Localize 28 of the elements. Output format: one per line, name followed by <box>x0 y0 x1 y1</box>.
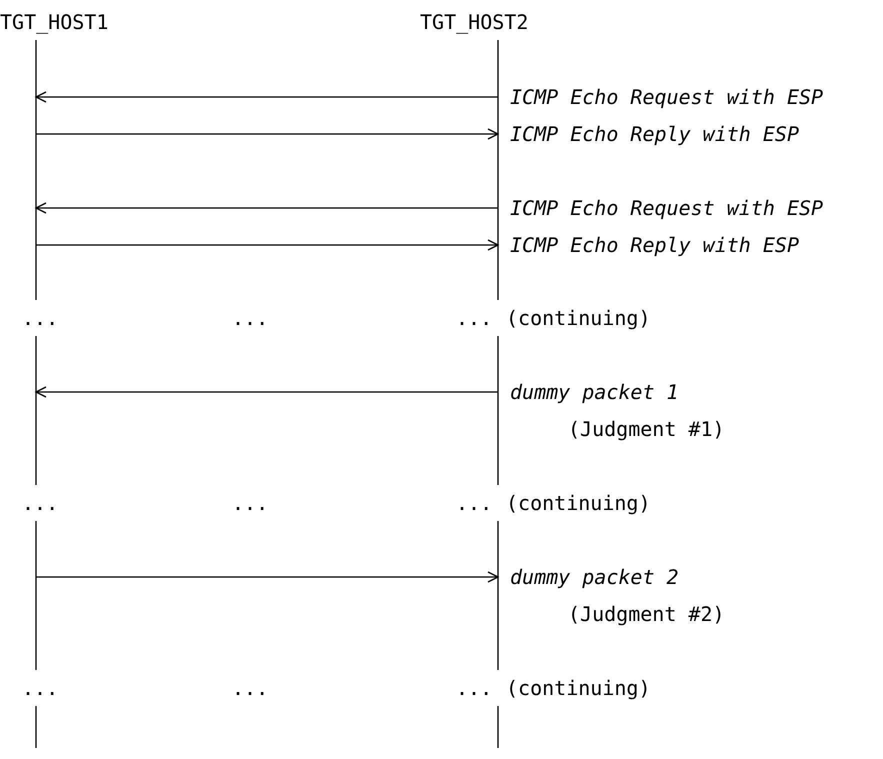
ellipsis: ... <box>232 676 268 700</box>
ellipsis: ... <box>232 491 268 515</box>
ellipsis: ... <box>456 306 492 330</box>
message-label: dummy packet 2 <box>510 565 679 589</box>
ellipsis: ... <box>456 491 492 515</box>
message-arrow <box>35 202 498 214</box>
message-arrow <box>36 239 499 251</box>
lifeline-header: TGT_HOST2 <box>420 10 528 34</box>
message-label: ICMP Echo Reply with ESP <box>510 233 799 257</box>
note-text: (continuing) <box>506 306 650 330</box>
ellipsis: ... <box>22 491 58 515</box>
message-arrow <box>35 386 498 398</box>
message-label: ICMP Echo Request with ESP <box>510 85 824 109</box>
ellipsis: ... <box>456 676 492 700</box>
note-text: (Judgment #2) <box>568 602 725 626</box>
message-label: ICMP Echo Reply with ESP <box>510 122 799 146</box>
note-text: (Judgment #1) <box>568 417 725 441</box>
message-label: ICMP Echo Request with ESP <box>510 196 824 220</box>
message-arrow <box>35 91 498 103</box>
message-arrow <box>36 128 499 140</box>
ellipsis: ... <box>22 676 58 700</box>
lifeline-header: TGT_HOST1 <box>0 10 108 34</box>
note-text: (continuing) <box>506 676 650 700</box>
ellipsis: ... <box>22 306 58 330</box>
ellipsis: ... <box>232 306 268 330</box>
message-arrow <box>36 571 499 583</box>
note-text: (continuing) <box>506 491 650 515</box>
message-label: dummy packet 1 <box>510 380 679 404</box>
